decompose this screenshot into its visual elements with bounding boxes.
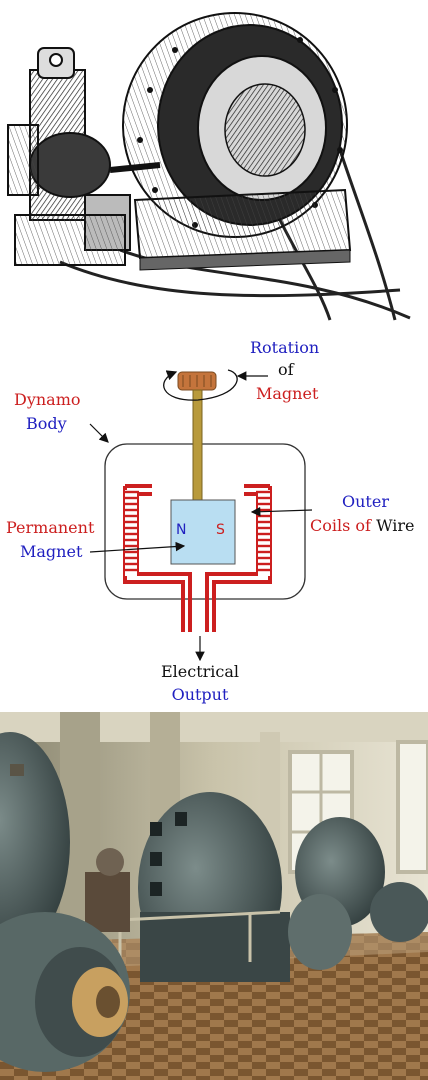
dynamo-schematic: Rotation of Magnet Dynamo Body Outer Coi… xyxy=(0,322,428,712)
dynamo-engraving xyxy=(0,0,428,322)
coil-left xyxy=(123,484,192,632)
pointer-arrow-icon xyxy=(89,423,109,443)
label-wire: Wire xyxy=(376,516,415,535)
dynamo-engraving-illustration xyxy=(7,12,411,321)
generator-hall-image xyxy=(0,712,428,1080)
pole-north: N xyxy=(176,522,187,538)
label-electrical: Electrical xyxy=(160,662,240,681)
pointer-arrow-icon xyxy=(89,541,186,553)
label-of: of xyxy=(278,360,294,379)
permanent-magnet xyxy=(170,499,236,565)
shaft xyxy=(192,389,203,511)
label-coils-of-wire: Coils of Wire xyxy=(310,516,414,535)
generator-hall-photo xyxy=(0,712,428,1080)
label-coils-of: Coils of xyxy=(310,516,371,535)
label-dynamo: Dynamo xyxy=(14,390,81,409)
label-magnet-top: Magnet xyxy=(256,384,319,403)
pole-south: S xyxy=(216,522,225,538)
label-outer: Outer xyxy=(342,492,389,511)
label-output: Output xyxy=(171,685,229,704)
label-permanent: Permanent xyxy=(6,518,95,537)
pointer-arrow-icon xyxy=(250,506,313,517)
label-magnet-left: Magnet xyxy=(20,542,83,561)
dynamo-schematic-drawing xyxy=(89,369,313,662)
label-rotation: Rotation xyxy=(250,338,320,357)
label-body: Body xyxy=(26,414,67,433)
